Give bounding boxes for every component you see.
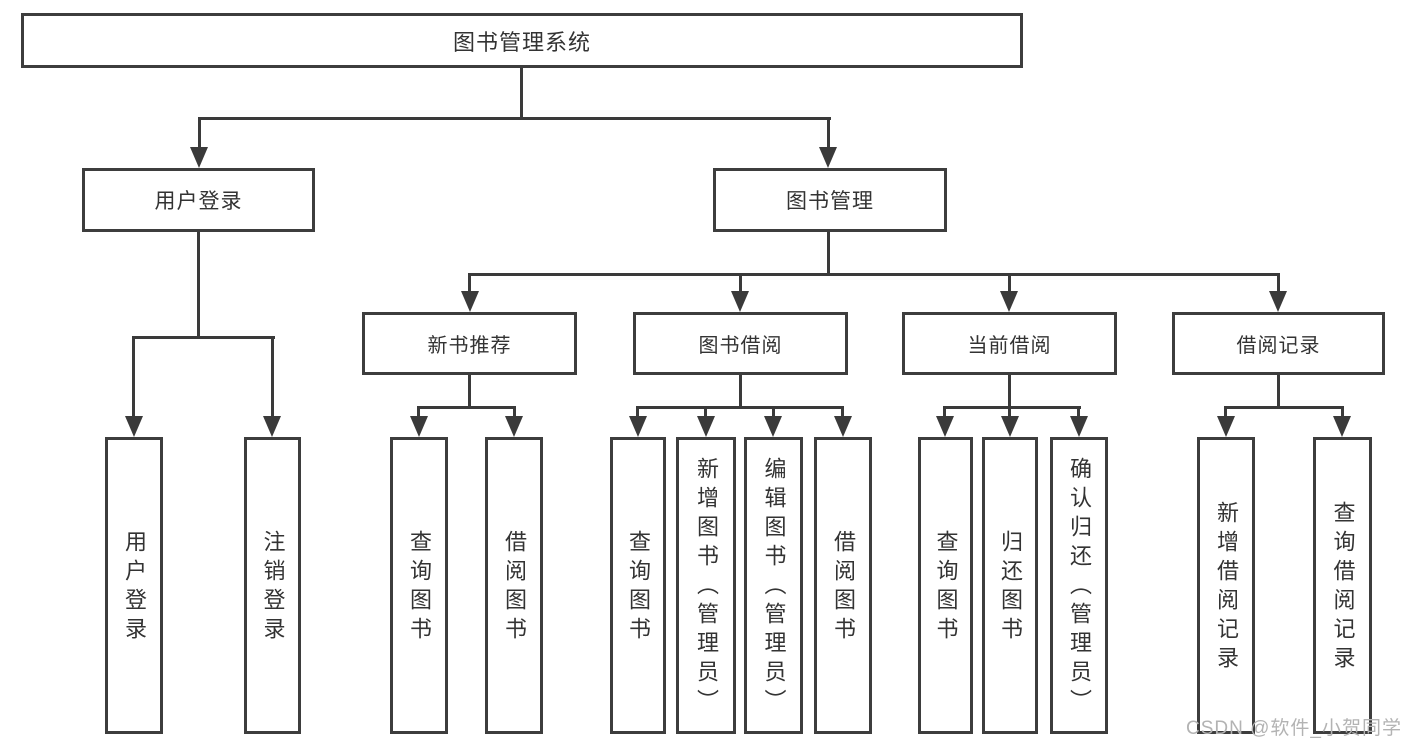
connector-line	[772, 406, 775, 418]
arrow-down-icon	[1217, 416, 1235, 437]
arrow-down-icon	[629, 416, 647, 437]
arrow-down-icon	[1001, 416, 1019, 437]
node-book-management: 图书管理	[713, 168, 947, 232]
leaf-borrow-books-newbooks-label: 借阅图书	[502, 529, 527, 646]
leaf-query-books-newbooks: 查询图书	[390, 437, 448, 734]
leaf-query-books-current-label: 查询图书	[933, 529, 959, 646]
arrow-down-icon	[190, 147, 208, 168]
node-book-borrowing-label: 图书借阅	[698, 335, 783, 357]
connector-line	[271, 336, 274, 420]
leaf-query-borrow-record: 查询借阅记录	[1313, 437, 1372, 734]
arrow-down-icon	[764, 416, 782, 437]
leaf-return-books: 归还图书	[982, 437, 1038, 734]
connector-line	[520, 68, 523, 120]
connector-line	[132, 336, 135, 420]
csdn-watermark: CSDN @软件_小贺同学	[1186, 718, 1402, 739]
connector-line	[636, 406, 844, 409]
connector-line	[1341, 406, 1344, 418]
node-book-management-label: 图书管理	[786, 190, 874, 213]
node-current-borrowing: 当前借阅	[902, 312, 1117, 375]
connector-line	[513, 406, 516, 418]
leaf-add-borrow-record: 新增借阅记录	[1197, 437, 1255, 734]
leaf-confirm-return-admin: 确认归还（管理员）	[1050, 437, 1108, 734]
connector-line	[1077, 406, 1080, 418]
connector-line	[827, 117, 830, 150]
arrow-down-icon	[1000, 291, 1018, 312]
leaf-borrow-books-borrowing: 借阅图书	[814, 437, 872, 734]
connector-line	[739, 273, 742, 295]
connector-line	[1008, 406, 1011, 418]
connector-line	[1224, 406, 1344, 409]
connector-line	[704, 406, 707, 418]
connector-line	[739, 375, 742, 409]
arrow-down-icon	[125, 416, 143, 437]
connector-line	[468, 273, 1280, 276]
connector-line	[943, 406, 946, 418]
connector-line	[417, 406, 516, 409]
leaf-confirm-return-admin-label: 确认归还（管理员）	[1067, 457, 1092, 718]
arrow-down-icon	[1333, 416, 1351, 437]
connector-line	[1224, 406, 1227, 418]
connector-line	[1008, 273, 1011, 295]
arrow-down-icon	[936, 416, 954, 437]
leaf-query-books-borrowing: 查询图书	[610, 437, 666, 734]
arrow-down-icon	[461, 291, 479, 312]
arrow-down-icon	[1269, 291, 1287, 312]
node-new-book-recommend-label: 新书推荐	[427, 335, 512, 357]
node-current-borrowing-label: 当前借阅	[967, 335, 1052, 357]
connector-line	[1008, 375, 1011, 409]
arrow-down-icon	[697, 416, 715, 437]
leaf-edit-book-admin: 编辑图书（管理员）	[744, 437, 803, 734]
leaf-borrow-books-newbooks: 借阅图书	[485, 437, 543, 734]
leaf-edit-book-admin-label: 编辑图书（管理员）	[761, 457, 787, 718]
arrow-down-icon	[410, 416, 428, 437]
arrow-down-icon	[819, 147, 837, 168]
connector-line	[198, 117, 201, 150]
leaf-return-books-label: 归还图书	[998, 529, 1023, 646]
arrow-down-icon	[505, 416, 523, 437]
connector-line	[468, 375, 471, 409]
leaf-query-borrow-record-label: 查询借阅记录	[1330, 500, 1356, 675]
leaf-query-books-current: 查询图书	[918, 437, 973, 734]
leaf-add-book-admin-label: 新增图书（管理员）	[694, 457, 719, 718]
leaf-user-login-label: 用户登录	[122, 529, 147, 646]
leaf-logout: 注销登录	[244, 437, 301, 734]
leaf-borrow-books-borrowing-label: 借阅图书	[831, 529, 856, 646]
connector-line	[132, 336, 275, 339]
connector-line	[943, 406, 1081, 409]
connector-line	[198, 117, 831, 120]
arrow-down-icon	[263, 416, 281, 437]
arrow-down-icon	[834, 416, 852, 437]
leaf-add-borrow-record-label: 新增借阅记录	[1214, 500, 1239, 675]
node-user-login: 用户登录	[82, 168, 315, 232]
connector-line	[468, 273, 471, 295]
arrow-down-icon	[1070, 416, 1088, 437]
leaf-query-books-newbooks-label: 查询图书	[407, 529, 432, 646]
leaf-logout-label: 注销登录	[260, 529, 286, 646]
leaf-query-books-borrowing-label: 查询图书	[626, 529, 651, 646]
connector-line	[827, 232, 830, 276]
leaf-user-login: 用户登录	[105, 437, 163, 734]
leaf-add-book-admin: 新增图书（管理员）	[676, 437, 736, 734]
connector-line	[417, 406, 420, 418]
connector-line	[1277, 375, 1280, 409]
node-root-label: 图书管理系统	[452, 29, 591, 55]
connector-line	[1277, 273, 1280, 295]
node-book-borrowing: 图书借阅	[633, 312, 848, 375]
node-new-book-recommend: 新书推荐	[362, 312, 577, 375]
connector-line	[197, 232, 200, 339]
node-borrowing-records-label: 借阅记录	[1236, 335, 1321, 357]
node-borrowing-records: 借阅记录	[1172, 312, 1385, 375]
arrow-down-icon	[731, 291, 749, 312]
node-user-login-label: 用户登录	[154, 190, 243, 213]
connector-line	[841, 406, 844, 418]
node-root: 图书管理系统	[21, 13, 1023, 68]
connector-line	[636, 406, 639, 418]
